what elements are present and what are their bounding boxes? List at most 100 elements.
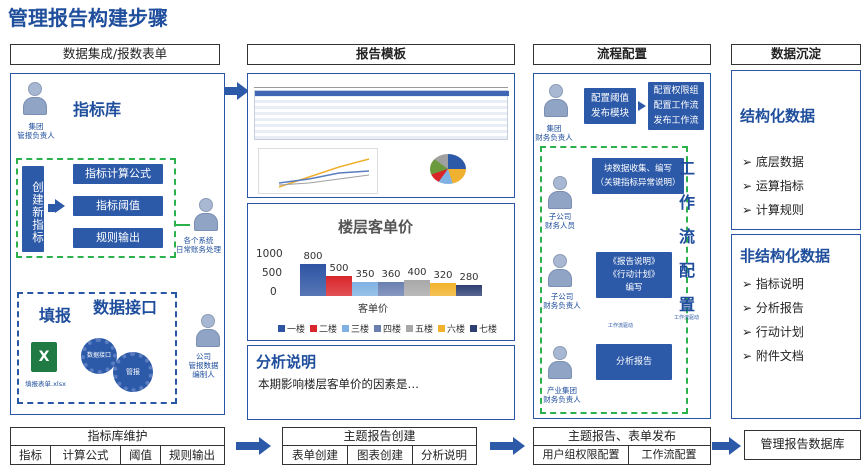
- bottom-cell: 表单创建: [283, 446, 348, 464]
- report-template-preview: [247, 73, 515, 198]
- y-tick-label: 1000: [256, 248, 283, 260]
- mini-line-chart-svg: [278, 158, 370, 188]
- col-header-process-config: 流程配置: [533, 44, 711, 65]
- fill-report-group: 填报 数据接口 X 填报表单.xlsx 数据接口 管报: [17, 292, 177, 404]
- report-database-box: 管理报告数据库: [744, 430, 861, 460]
- y-tick-label: 500: [262, 267, 283, 279]
- group-manager-label: 集团 管报负责人: [17, 122, 55, 140]
- list-item: ➢ 指标说明: [742, 277, 804, 291]
- bottom-cell: 分析说明: [421, 448, 467, 462]
- legend-label: 一楼: [287, 325, 306, 335]
- legend-item: 三楼: [342, 322, 369, 335]
- analysis-text: 本期影响楼层客单价的因素是…: [258, 377, 419, 391]
- data-interface-title: 数据接口: [93, 298, 158, 317]
- config-list-box: 配置权限组 配置工作流 发布工作流: [648, 82, 704, 130]
- report-write-box: 《报告说明》 《行动计划》 编写: [596, 252, 672, 298]
- data-integration-panel: 集团 管报负责人 指标库 创建新指标 指标计算公式 指标阈值 规则输出 各个系统…: [10, 73, 225, 415]
- chart-bar: [430, 283, 456, 296]
- legend-item: 四楼: [374, 322, 401, 335]
- col-header-report-template: 报告模板: [247, 44, 515, 65]
- bottom-cell: 工作流配置: [641, 448, 697, 461]
- list-item: ➢ 分析报告: [742, 301, 804, 315]
- legend-item: 六楼: [438, 322, 465, 335]
- chart-title: 楼层客单价: [338, 218, 414, 236]
- structured-data-title: 结构化数据: [740, 107, 816, 125]
- legend-swatch: [278, 325, 285, 332]
- mini-pie-chart: [398, 148, 498, 194]
- legend-label: 七楼: [479, 325, 498, 335]
- config-item: 配置权限组: [653, 86, 699, 96]
- list-item: ➢ 计算规则: [742, 203, 804, 217]
- bottom-title: 指标库维护: [11, 428, 224, 446]
- chart-bar: [352, 282, 378, 296]
- chart-bar: [404, 280, 430, 296]
- arrow-right-icon: [224, 82, 250, 100]
- analysis-report-box: 分析报告: [596, 344, 672, 380]
- legend-label: 二楼: [319, 325, 338, 335]
- chart-bar: [326, 276, 352, 296]
- spreadsheet-grid: [254, 90, 509, 140]
- legend-item: 二楼: [310, 322, 337, 335]
- page-title: 管理报告构建步骤: [8, 6, 168, 30]
- bottom-cell: 规则输出: [169, 448, 215, 462]
- col-header-data-settlement: 数据沉淀: [731, 44, 861, 65]
- bottom-cell: 图表创建: [348, 446, 413, 464]
- bottom-cell: 用户组权限配置: [534, 446, 629, 464]
- person-icon: [544, 84, 568, 117]
- unstructured-data-list: ➢ 指标说明 ➢ 分析报告 ➢ 行动计划 ➢ 附件文档: [742, 275, 804, 371]
- formula-box: 指标计算公式: [73, 164, 163, 184]
- person-icon: [548, 254, 572, 287]
- group-finance-label: 集团 财务负责人: [535, 124, 573, 142]
- unstructured-data-title: 非结构化数据: [740, 247, 831, 265]
- bottom-title: 主题报告、表单发布: [534, 428, 710, 446]
- legend-item: 一楼: [278, 322, 305, 335]
- chart-legend: 一楼二楼三楼四楼五楼六楼七楼: [278, 322, 508, 336]
- legend-swatch: [342, 325, 349, 332]
- system-user-label: 各个系统 日常账务处理: [176, 236, 221, 254]
- indicator-maintenance-box: 指标库维护 指标 计算公式 阈值 规则输出: [10, 427, 225, 465]
- workflow-vertical-label: 工 作 流 配 置: [678, 159, 695, 314]
- gear-icon: 数据接口: [81, 338, 117, 374]
- workflow-group: 块数据收集、编写 （关键指标异常说明） 子公司 财务人员 《报告说明》 《行动计…: [540, 146, 688, 414]
- config-threshold-box: 配置阈值 发布模块: [584, 88, 636, 124]
- list-item: ➢ 底层数据: [742, 155, 804, 169]
- arrow-right-icon: [490, 437, 526, 455]
- spreadsheet-header: [254, 80, 508, 88]
- threshold-box: 指标阈值: [73, 196, 163, 216]
- workflow-drive-label: 工作流驱动: [608, 323, 634, 329]
- data-label: 400: [407, 267, 427, 278]
- create-indicator-group: 创建新指标 指标计算公式 指标阈值 规则输出: [16, 158, 176, 258]
- chart-bar: [300, 264, 326, 296]
- legend-label: 三楼: [351, 325, 370, 335]
- excel-file-label: 填报表单.xlsx: [25, 380, 66, 388]
- person-icon: [548, 176, 572, 209]
- connector-line: [176, 224, 190, 226]
- legend-label: 六楼: [447, 325, 466, 335]
- list-item: ➢ 运算指标: [742, 179, 804, 193]
- block-collect-box: 块数据收集、编写 （关键指标异常说明）: [592, 158, 684, 194]
- sub-company-lead-label: 子公司 财务负责人: [543, 292, 581, 310]
- legend-swatch: [470, 325, 477, 332]
- create-new-indicator-box: 创建新指标: [22, 166, 45, 252]
- legend-item: 七楼: [470, 322, 497, 335]
- legend-swatch: [374, 325, 381, 332]
- legend-swatch: [438, 325, 445, 332]
- unstructured-data-panel: 非结构化数据 ➢ 指标说明 ➢ 分析报告 ➢ 行动计划 ➢ 附件文档: [731, 234, 861, 419]
- legend-label: 四楼: [383, 325, 402, 335]
- indicator-library-title: 指标库: [73, 100, 122, 119]
- bottom-title: 主题报告创建: [283, 428, 476, 446]
- legend-swatch: [406, 325, 413, 332]
- config-item: 发布工作流: [653, 116, 699, 126]
- data-label: 320: [433, 270, 453, 281]
- chart-bar: [456, 285, 482, 296]
- legend-swatch: [310, 325, 317, 332]
- data-label: 280: [459, 272, 479, 283]
- col-header-data-integration: 数据集成/报数表单: [10, 44, 220, 65]
- bottom-cell: 指标: [11, 446, 51, 464]
- person-icon: [23, 82, 47, 115]
- topic-report-creation-box: 主题报告创建 表单创建 图表创建 分析说明: [282, 427, 477, 465]
- industry-group-label: 产业集团 财务负责人: [543, 386, 581, 404]
- rule-output-box: 规则输出: [73, 228, 163, 248]
